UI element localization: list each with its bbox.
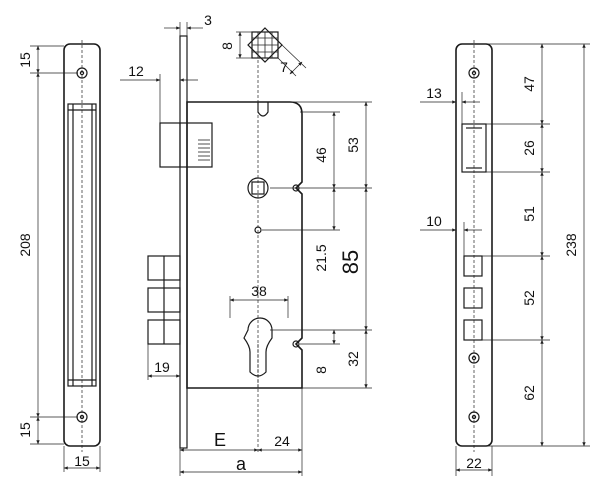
- dim-32: 32: [345, 351, 361, 367]
- dim-10: 10: [426, 213, 442, 229]
- square-spindle-detail: 8 7: [219, 27, 307, 77]
- dim-51: 51: [521, 206, 537, 222]
- dim-52: 52: [521, 290, 537, 306]
- right-view-dimensions: 47 26 51 52 62 238 13 10 22: [420, 43, 590, 476]
- dim-e-backset: E: [214, 430, 226, 450]
- dim-26: 26: [521, 140, 537, 156]
- bolt-opening-2: [463, 287, 483, 309]
- dim-85: 85: [338, 250, 363, 274]
- left-faceplate-view: [63, 40, 101, 452]
- dim-13: 13: [426, 85, 442, 101]
- bolt-opening-1: [463, 255, 483, 277]
- dim-47: 47: [521, 76, 537, 92]
- right-faceplate-view: [455, 40, 493, 452]
- dim-8-spindle: 8: [219, 42, 235, 50]
- dim-22: 22: [466, 455, 482, 471]
- dim-53: 53: [345, 137, 361, 153]
- latch-hatch: [198, 139, 210, 161]
- dim-12: 12: [128, 63, 144, 79]
- middle-lock-case-view: [147, 35, 303, 452]
- middle-view-dimensions: 3 12 19 38 E 24 a 46: [120, 12, 372, 476]
- dim-a: a: [236, 454, 247, 474]
- dim-15-bottom: 15: [17, 422, 33, 438]
- dim-21-5: 21.5: [313, 244, 329, 271]
- dim-208: 208: [17, 233, 33, 257]
- cylinder-cutout: [243, 317, 273, 377]
- dim-19: 19: [154, 359, 170, 375]
- dim-46: 46: [313, 147, 329, 163]
- dim-15-width: 15: [74, 453, 90, 469]
- bolt-opening-3: [463, 319, 483, 341]
- dim-7: 7: [280, 59, 288, 75]
- dim-38: 38: [251, 283, 267, 299]
- dim-24: 24: [274, 433, 290, 449]
- dim-8-cylinder: 8: [313, 366, 329, 374]
- dim-238: 238: [563, 233, 579, 257]
- left-view-dimensions: 15 208 15 15: [17, 45, 101, 472]
- dim-62: 62: [521, 385, 537, 401]
- dim-15-top: 15: [17, 52, 33, 68]
- dim-3: 3: [204, 12, 212, 28]
